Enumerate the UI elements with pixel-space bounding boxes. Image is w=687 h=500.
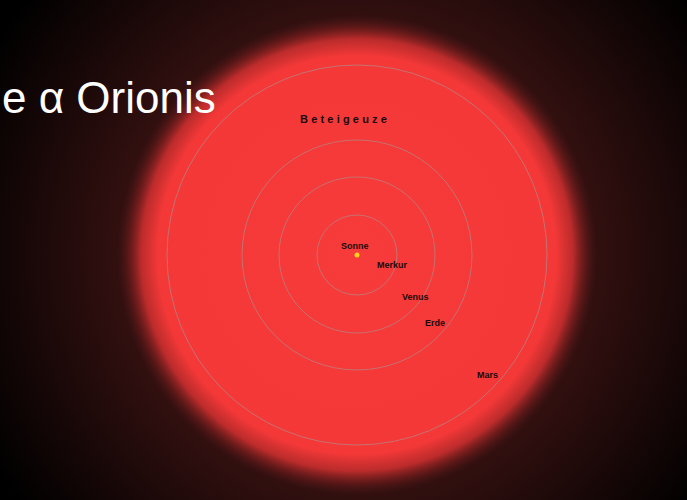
venus-orbit [279, 177, 435, 333]
earth-orbit [242, 140, 472, 370]
sun-dot [355, 253, 360, 258]
planet-label: Venus [402, 293, 429, 302]
star-name: Beteigeuze [300, 114, 390, 125]
planet-label: Mars [477, 371, 498, 380]
planet-label: Merkur [377, 261, 407, 270]
planet-label: Sonne [341, 242, 369, 251]
slide-title: e α Orionis [2, 76, 216, 120]
planet-label: Erde [425, 319, 445, 328]
mercury-orbit [317, 215, 397, 295]
orbits [167, 65, 547, 445]
mars-orbit [167, 65, 547, 445]
